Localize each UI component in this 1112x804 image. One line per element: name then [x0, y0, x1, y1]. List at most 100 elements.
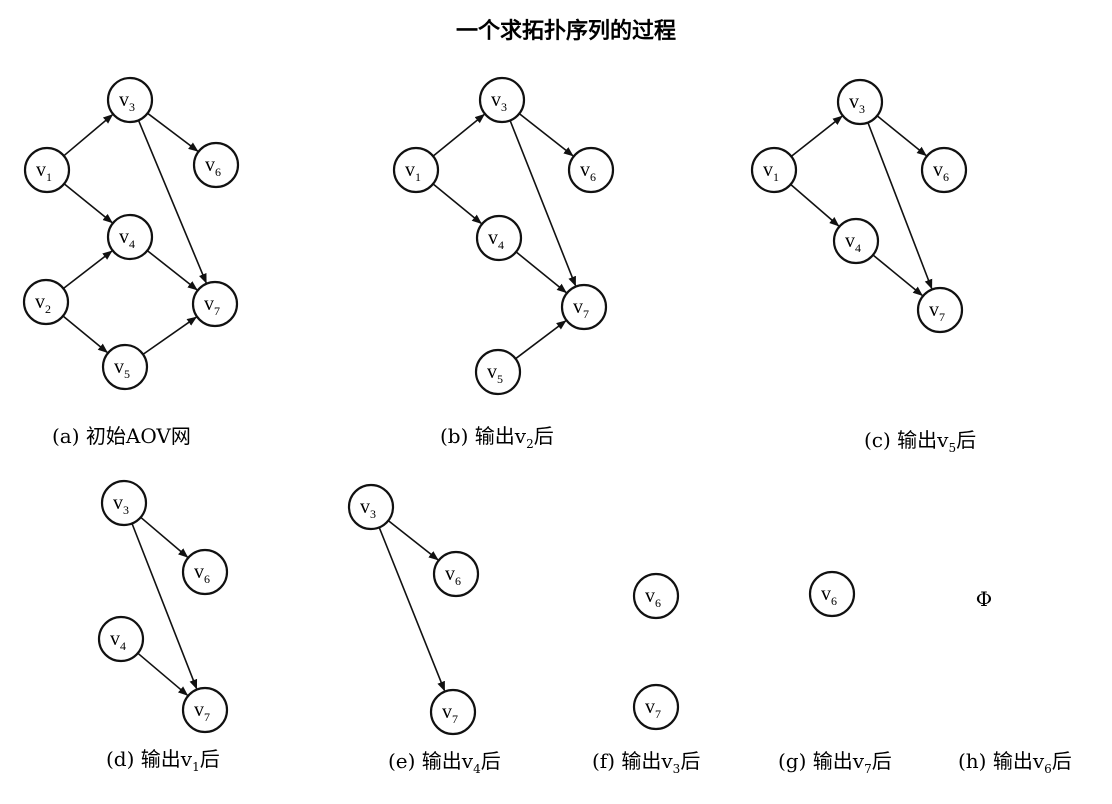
edge-v3-v7: [867, 122, 933, 290]
edge-v3-v6: [387, 519, 439, 561]
node-label: v4: [488, 227, 504, 252]
node-v6: v6: [181, 548, 229, 596]
edge-v4-v7: [146, 249, 198, 291]
panel-caption: (d) 输出v1后: [106, 747, 220, 774]
edge-v3-v7: [509, 120, 577, 287]
node-circle: [750, 146, 798, 194]
node-label: v7: [929, 299, 945, 324]
node-circle: [392, 146, 440, 194]
panel-f: v6 v7 (f) 输出v3后: [592, 572, 700, 776]
node-v6: v6: [567, 146, 615, 194]
node-v5: v5: [101, 343, 149, 391]
edge-v2-v4: [62, 250, 113, 290]
node-v3: v3: [478, 76, 526, 124]
node-circle: [100, 479, 148, 527]
node-circle: [181, 548, 229, 596]
panel-caption: (h) 输出v6后: [958, 749, 1072, 776]
node-circle: [567, 146, 615, 194]
node-circle: [22, 278, 70, 326]
node-v4: v4: [97, 615, 145, 663]
node-circle: [181, 686, 229, 734]
node-circle: [23, 146, 71, 194]
node-v7: v7: [429, 688, 477, 736]
edge-v1-v3: [63, 114, 114, 157]
panel-caption: (a) 初始AOV网: [52, 424, 191, 448]
edge-v4-v7: [872, 254, 923, 297]
panel-caption: (b) 输出v2后: [440, 424, 554, 451]
edge-v5-v7: [142, 316, 198, 356]
node-circle: [191, 280, 239, 328]
node-circle: [347, 483, 395, 531]
node-v3: v3: [100, 479, 148, 527]
node-circle: [474, 348, 522, 396]
node-circle: [808, 570, 856, 618]
node-label: v4: [119, 226, 135, 251]
node-label: v6: [645, 585, 661, 610]
node-v6: v6: [632, 572, 680, 620]
node-v7: v7: [191, 280, 239, 328]
edge-v1-v4: [63, 183, 113, 224]
node-label: v1: [405, 159, 421, 184]
edge-v3-v6: [518, 112, 574, 157]
node-v6: v6: [192, 141, 240, 189]
node-v1: v1: [392, 146, 440, 194]
node-label: v4: [845, 230, 861, 255]
node-v6: v6: [920, 146, 968, 194]
node-label: v6: [580, 159, 596, 184]
node-v2: v2: [22, 278, 70, 326]
node-v3: v3: [836, 78, 884, 126]
node-v4: v4: [106, 213, 154, 261]
edge-v5-v7: [515, 320, 567, 360]
node-v3: v3: [347, 483, 395, 531]
node-label: v6: [445, 563, 461, 588]
node-v7: v7: [560, 283, 608, 331]
edge-v1-v4: [790, 183, 840, 227]
node-circle: [632, 572, 680, 620]
edge-v3-v7: [131, 523, 198, 690]
panel-e: v3 v6 v7 (e) 输出v4后: [347, 483, 501, 776]
node-circle: [192, 141, 240, 189]
node-label: v5: [487, 361, 503, 386]
panel-caption: (f) 输出v3后: [592, 749, 700, 776]
node-label: v3: [491, 89, 507, 114]
node-circle: [832, 217, 880, 265]
panel-c: v1 v3 v4 v6 v7 (c) 输出v5后: [750, 78, 976, 455]
node-circle: [916, 286, 964, 334]
node-v1: v1: [23, 146, 71, 194]
node-label: v6: [205, 154, 221, 179]
node-v1: v1: [750, 146, 798, 194]
node-circle: [97, 615, 145, 663]
diagram-title: 一个求拓扑序列的过程: [456, 18, 676, 44]
node-circle: [478, 76, 526, 124]
node-circle: [106, 76, 154, 124]
edge-v3-v7: [378, 527, 446, 692]
empty-set-symbol: Φ: [976, 587, 992, 611]
node-v7: v7: [916, 286, 964, 334]
node-v7: v7: [181, 686, 229, 734]
node-circle: [432, 550, 480, 598]
edge-v4-v7: [137, 652, 189, 696]
panel-caption: (c) 输出v5后: [864, 428, 976, 455]
edge-v3-v6: [147, 112, 199, 152]
node-v4: v4: [832, 217, 880, 265]
node-circle: [632, 683, 680, 731]
node-v7: v7: [632, 683, 680, 731]
node-label: v7: [442, 701, 458, 726]
node-label: v3: [849, 91, 865, 116]
panel-caption: (e) 输出v4后: [388, 749, 501, 776]
node-circle: [560, 283, 608, 331]
panel-b: v1 v3 v4 v5 v6 v7 (b) 输出v2后: [392, 76, 615, 451]
edge-v3-v7: [137, 119, 207, 284]
node-label: v7: [573, 296, 589, 321]
node-circle: [836, 78, 884, 126]
node-label: v1: [36, 159, 52, 184]
node-label: v7: [194, 699, 210, 724]
edge-v1-v3: [432, 113, 485, 157]
node-label: v3: [113, 492, 129, 517]
node-label: v3: [119, 89, 135, 114]
panel-a: v1 v2 v3 v4 v5 v6 v7 (a) 初始AOV网: [22, 76, 240, 448]
node-v6: v6: [432, 550, 480, 598]
node-label: v7: [204, 293, 220, 318]
edge-v2-v5: [62, 315, 108, 354]
edge-v1-v4: [432, 183, 482, 225]
